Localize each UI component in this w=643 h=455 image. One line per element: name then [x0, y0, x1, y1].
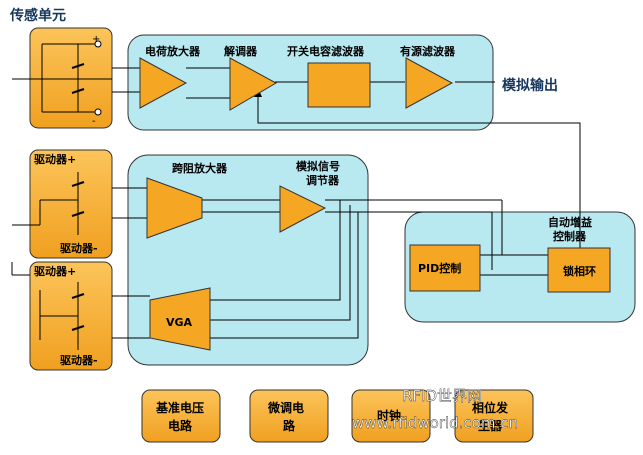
vga-label: VGA	[166, 316, 193, 329]
tia-block	[146, 177, 203, 239]
ref-label-1: 基准电压	[155, 400, 204, 415]
pid-label: PID控制	[418, 261, 461, 275]
agc-label-1: 自动增益	[548, 215, 592, 229]
svg-text:+: +	[92, 34, 100, 45]
pll-block	[547, 247, 611, 293]
clock-label: 时钟	[377, 408, 401, 423]
analog-conditioner-triangle	[279, 185, 327, 233]
agc-label-2: 控制器	[553, 229, 587, 243]
analog-conditioner-label-1: 模拟信号	[296, 159, 340, 173]
charge-amp-triangle	[139, 57, 188, 109]
svg-text:-: -	[92, 116, 96, 127]
driver-element-1: 驱动器+ 驱动器-	[12, 149, 113, 259]
pll-label: 锁相环	[563, 264, 596, 278]
watermark-line2: www.rfidworld.com.cn	[352, 414, 518, 432]
tia-label: 跨阻放大器	[172, 161, 228, 175]
trim-label-1: 微调电	[267, 400, 304, 415]
reference-voltage-block: 基准电压 电路	[141, 389, 221, 443]
trim-circuit-block: 微调电 路	[249, 389, 329, 443]
watermark-line1: RFID世界网	[402, 387, 482, 405]
sensor-element: + -	[12, 27, 113, 129]
ref-label-2: 电路	[168, 418, 193, 433]
active-filter-label: 有源滤波器	[400, 44, 456, 58]
pid-block	[409, 244, 481, 292]
phase-label-2: 生器	[478, 418, 503, 433]
analog-conditioner-label-2: 调节器	[306, 173, 340, 187]
driver-minus-label-1: 驱动器-	[60, 241, 98, 255]
agc-panel	[404, 211, 636, 323]
driver-plus-label-1: 驱动器+	[34, 152, 76, 166]
active-filter-triangle	[405, 57, 454, 109]
demodulator-label: 解调器	[224, 44, 258, 58]
phase-label-1: 相位发	[472, 400, 509, 415]
vga-block	[149, 287, 211, 351]
trim-label-2: 路	[283, 418, 296, 433]
sc-filter-label: 开关电容滤波器	[287, 44, 365, 58]
sensor-unit-title: 传感单元	[9, 7, 66, 24]
driver-plus-label-2: 驱动器+	[34, 264, 76, 278]
sc-filter-block	[307, 62, 371, 108]
phase-generator-block: 相位发 生器	[454, 389, 534, 443]
driver-minus-label-2: 驱动器-	[60, 353, 98, 367]
driver-element-2: 驱动器+ 驱动器-	[29, 261, 113, 371]
demodulator-triangle	[229, 57, 278, 111]
charge-amp-label: 电荷放大器	[145, 44, 201, 58]
analog-output-label: 模拟输出	[502, 77, 558, 94]
clock-block: 时钟	[351, 389, 431, 443]
